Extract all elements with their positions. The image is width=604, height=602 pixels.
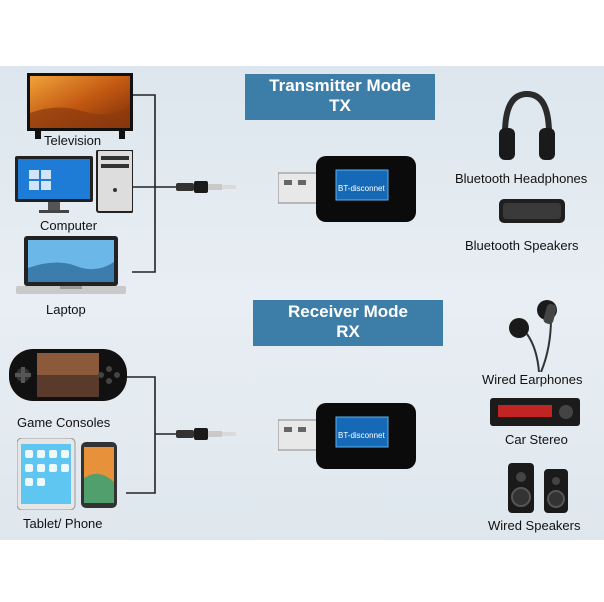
transmitter-mode-title: Transmitter Mode — [269, 76, 411, 95]
car-stereo-label: Car Stereo — [505, 432, 568, 447]
game-consoles-label: Game Consoles — [17, 415, 111, 430]
television-icon — [27, 73, 133, 139]
bluetooth-adapter-rx-icon: BT-disconnet — [278, 403, 416, 469]
wired-earphones-icon — [509, 300, 557, 372]
transmitter-mode-banner: Transmitter Mode TX — [245, 74, 435, 120]
tablet-phone-label: Tablet/ Phone — [23, 516, 103, 531]
computer-icon — [15, 150, 133, 213]
wired-speakers-label: Wired Speakers — [488, 518, 581, 533]
receiver-mode-banner: Receiver Mode RX — [253, 300, 443, 346]
bluetooth-headphones-label: Bluetooth Headphones — [455, 171, 588, 186]
tablet-phone-icon — [17, 438, 117, 510]
receiver-mode-title: Receiver Mode — [288, 302, 408, 321]
bluetooth-speaker-icon — [499, 199, 565, 223]
wired-earphones-label: Wired Earphones — [482, 372, 583, 387]
car-stereo-icon — [490, 398, 580, 426]
headphones-icon — [499, 90, 555, 160]
bluetooth-adapter-tx-icon: BT-disconnet — [278, 156, 416, 222]
receiver-mode-code: RX — [336, 322, 360, 341]
game-console-icon — [9, 349, 127, 401]
bluetooth-speakers-label: Bluetooth Speakers — [465, 238, 579, 253]
laptop-icon — [16, 236, 126, 294]
laptop-label: Laptop — [46, 302, 86, 317]
computer-label: Computer — [40, 218, 98, 233]
adapter-tx-screen-text: BT-disconnet — [338, 184, 385, 193]
adapter-rx-screen-text: BT-disconnet — [338, 431, 385, 440]
television-label: Television — [44, 133, 102, 148]
transmitter-mode-code: TX — [329, 96, 351, 115]
wired-speakers-icon — [508, 463, 568, 513]
